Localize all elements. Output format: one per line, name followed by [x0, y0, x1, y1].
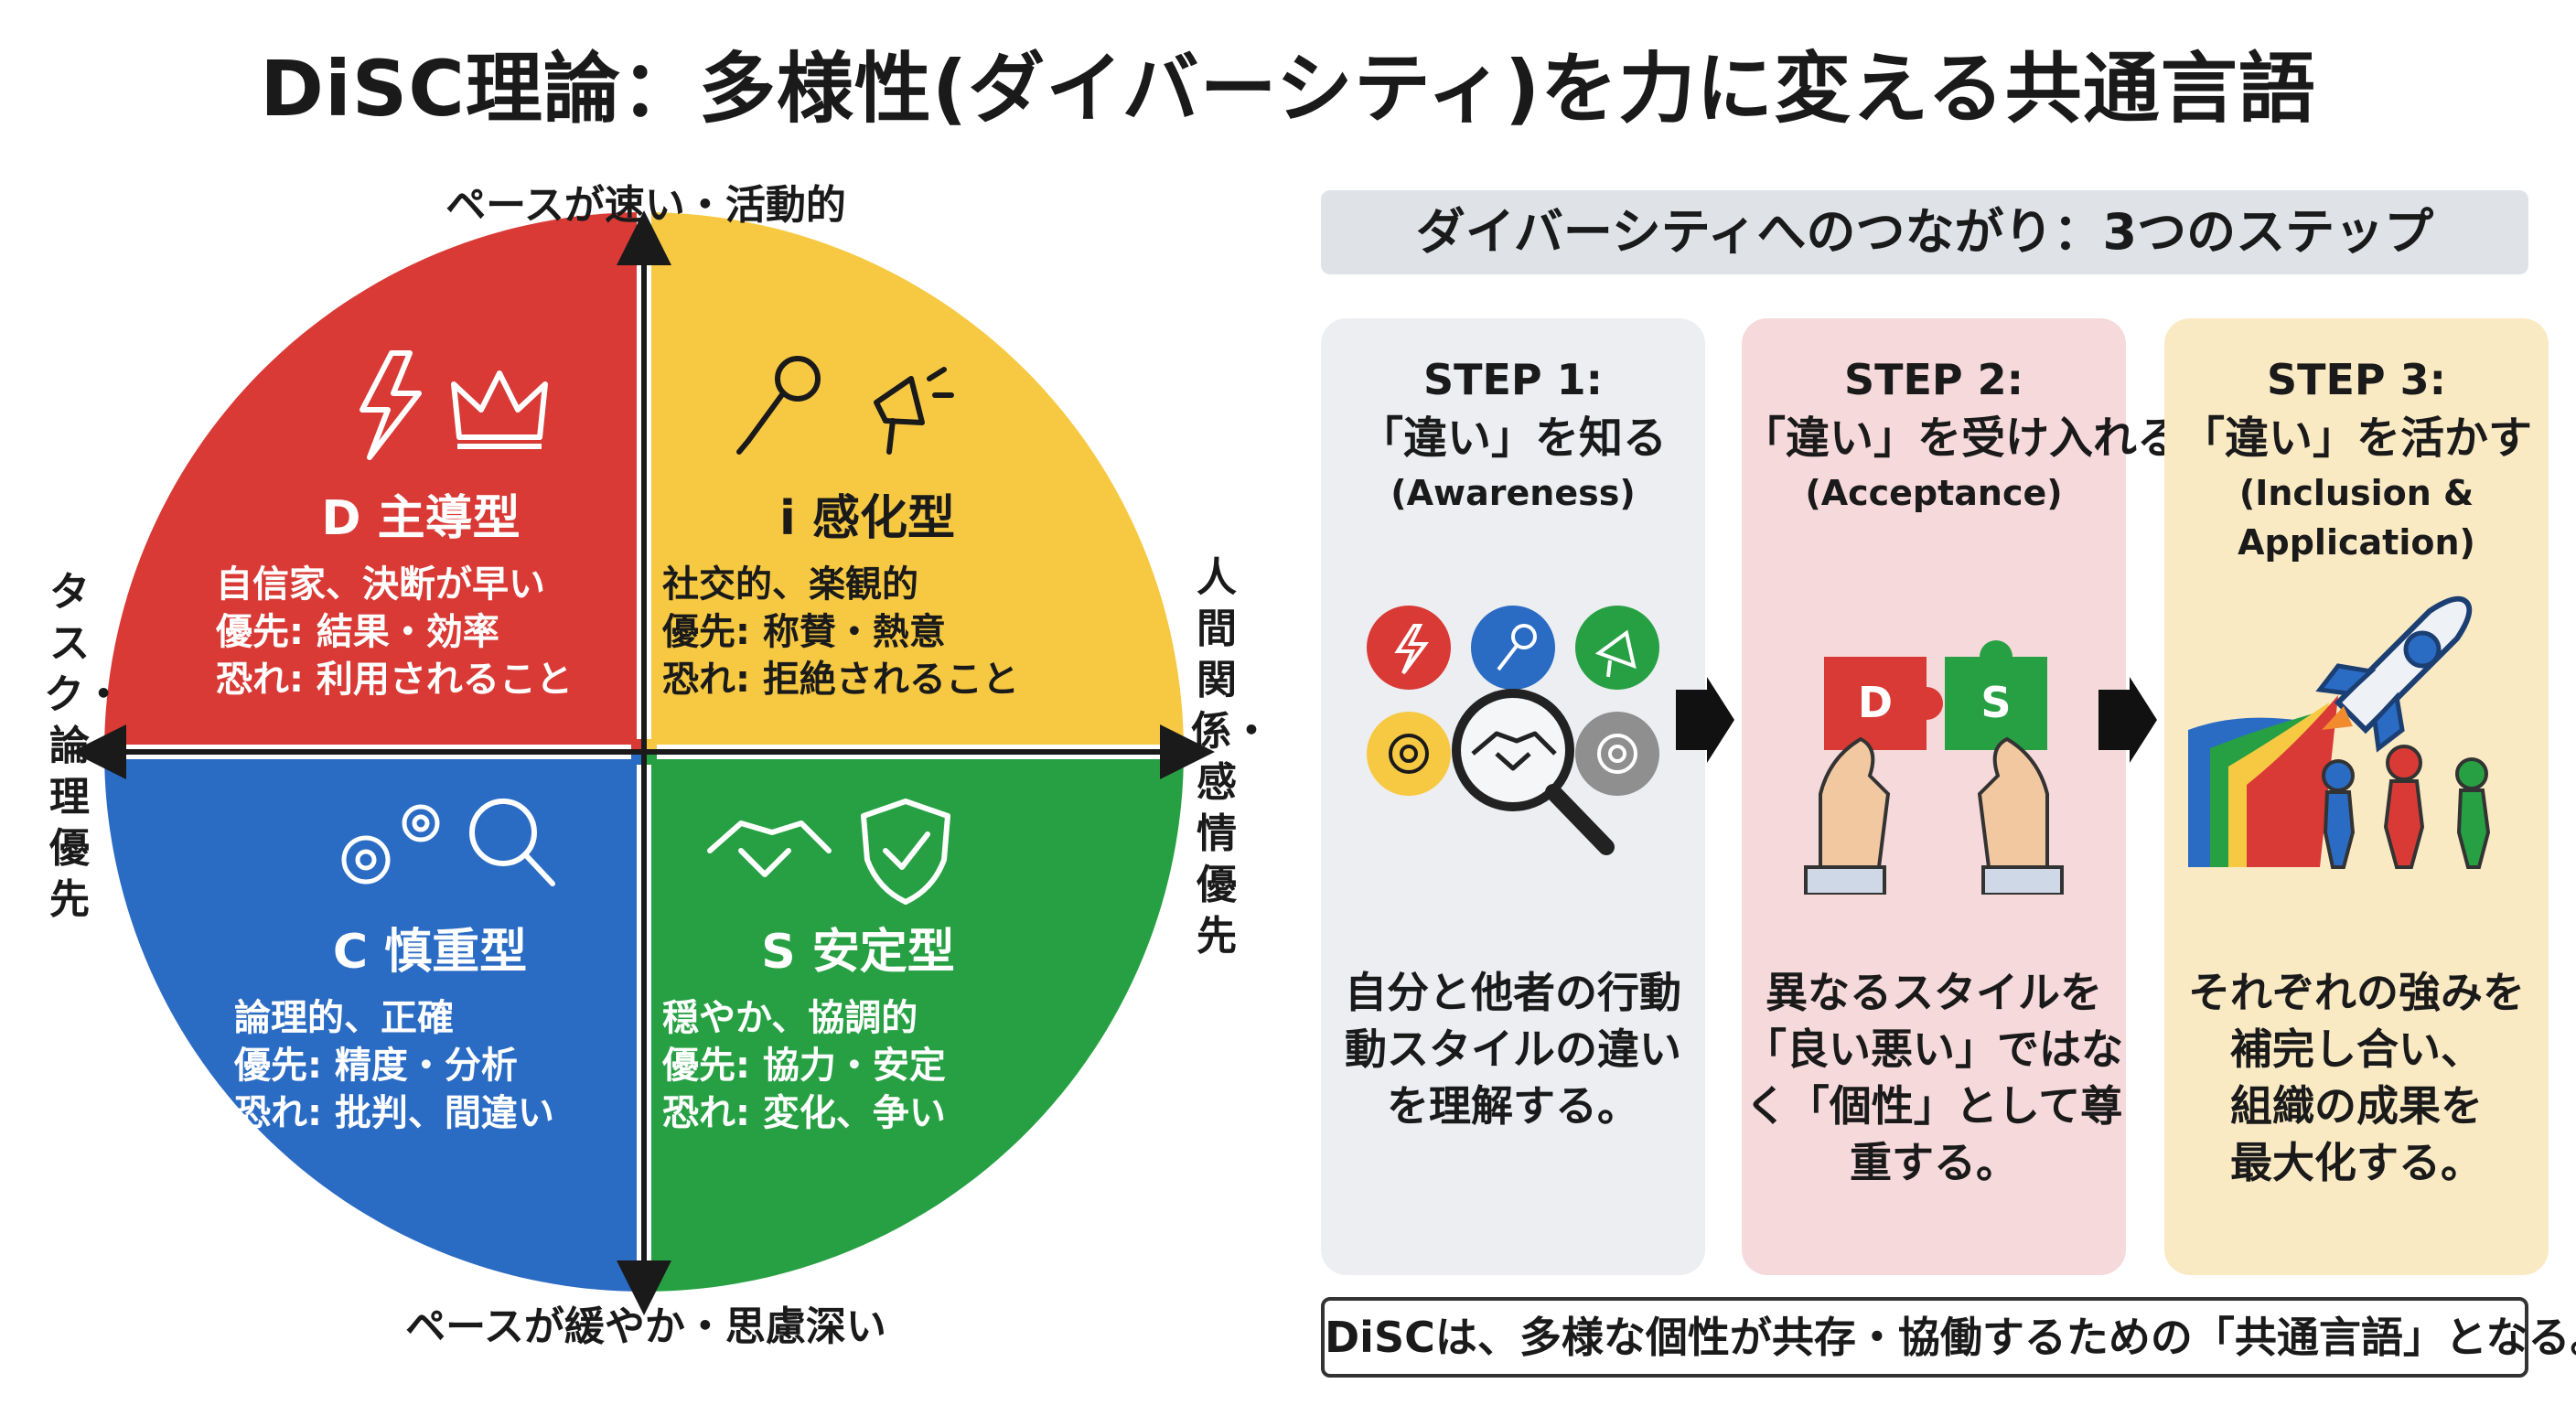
quadrant-i-trait: 社交的、楽観的 [662, 563, 918, 606]
microphone-icon [1497, 624, 1537, 671]
axis-label-left: タスク・論理優先 [44, 569, 124, 923]
handshake-icon [1471, 731, 1557, 771]
quadrant-d-text: D 主導型 自信家、決断が早い 優先: 結果・効率 恐れ: 利用されること [216, 479, 626, 703]
megaphone-icon [1594, 629, 1637, 678]
disc-quadrant-diagram [71, 210, 1215, 1315]
quadrant-c-trait: 論理的、正確 [234, 997, 454, 1039]
step-1-label: STEP 1: [1422, 355, 1604, 404]
quadrant-d-fear: 恐れ: 利用されること [216, 659, 573, 701]
quadrant-s-fear: 恐れ: 変化、争い [662, 1092, 946, 1134]
step-2-title: 「違い」を受け入れる [1742, 413, 2182, 464]
quadrant-i-text: i 感化型 社交的、楽観的 優先: 称賛・熱意 恐れ: 拒絶されること [662, 479, 1072, 703]
axis-label-top: ペースが速い・活動的 [445, 182, 846, 229]
page-title: DiSC理論：多様性(ダイバーシティ)を力に変える共通言語 [260, 44, 2316, 134]
rocket-icon [2315, 595, 2473, 753]
step-3-subtitle: (Inclusion & Application) [2238, 473, 2475, 563]
quadrant-c-fear: 恐れ: 批判、間違い [234, 1092, 554, 1134]
step-card-2: STEP 2: 「違い」を受け入れる (Acceptance) D S 異なるス… [1742, 318, 2182, 1275]
rainbow-trail [2188, 695, 2338, 867]
right-hand-icon [1977, 736, 2064, 895]
quadrant-i-priority: 優先: 称賛・熱意 [662, 611, 946, 653]
quadrant-c-title: C 慎重型 [332, 925, 528, 980]
quadrant-c-priority: 優先: 精度・分析 [234, 1045, 518, 1087]
magnifier-icon [469, 799, 555, 886]
microphone-icon [736, 356, 821, 455]
shield-icon [861, 799, 950, 905]
lightning-icon [360, 350, 422, 460]
step-3-label: STEP 3: [2266, 355, 2447, 404]
puzzle-letter-s: S [1980, 678, 2011, 727]
quadrant-d-trait: 自信家、決断が早い [216, 563, 545, 606]
magnifier-icon [1452, 689, 1615, 855]
step-card-3: STEP 3: 「違い」を活かす (Inclusion & Applicatio… [2164, 318, 2549, 1275]
step-1-description: 自分と他者の行動 動スタイルの違い を理解する。 [1345, 968, 1681, 1131]
awareness-illustration [1367, 606, 1659, 855]
puzzle-illustration: D S [1804, 640, 2064, 895]
steps-banner: ダイバーシティへのつながり：3つのステップ [1321, 190, 2528, 274]
left-hand-icon [1804, 736, 1891, 895]
step-2-label: STEP 2: [1843, 355, 2024, 404]
puzzle-letter-d: D [1858, 678, 1893, 727]
axis-label-bottom: ペースが緩やか・思慮深い [405, 1303, 886, 1350]
arrow-right-icon [1676, 677, 1734, 763]
lightning-icon [1394, 624, 1429, 675]
quadrant-s-text: S 安定型 穏やか、協調的 優先: 協力・安定 恐れ: 変化、争い [662, 913, 1054, 1137]
gear-icon [1597, 734, 1637, 774]
quadrant-s-trait: 穏やか、協調的 [662, 997, 918, 1039]
step-3-description: それぞれの強みを 補完し合い、 組織の成果を 最大化する。 [2188, 968, 2525, 1187]
quadrant-s-priority: 優先: 協力・安定 [662, 1045, 946, 1087]
quadrant-c-text: C 慎重型 論理的、正確 優先: 精度・分析 恐れ: 批判、間違い [234, 913, 626, 1137]
step-1-subtitle: (Awareness) [1390, 473, 1636, 513]
crown-icon [451, 370, 548, 449]
quadrant-i-fear: 恐れ: 拒絶されること [662, 659, 1019, 701]
quadrant-i-title: i 感化型 [779, 491, 955, 546]
axis-label-right: 人間関係・感情優先 [1191, 554, 1272, 960]
puzzle-piece-s: S [1945, 640, 2047, 750]
quadrant-d-priority: 優先: 結果・効率 [216, 611, 499, 653]
gear-icon [1389, 734, 1429, 774]
step-3-title: 「違い」を活かす [2180, 413, 2532, 464]
handshake-icon [707, 820, 832, 877]
megaphone-icon [874, 367, 954, 455]
step-card-1: STEP 1: 「違い」を知る (Awareness) 自分と他者の行動 動スタ… [1321, 318, 1705, 1275]
footer-statement: DiSCは、多様な個性が共存・協働するための「共通言語」となる。 [1321, 1297, 2576, 1378]
gears-icon [341, 804, 440, 885]
quadrant-d-title: D 主導型 [321, 491, 521, 546]
step-1-title: 「違い」を知る [1358, 413, 1667, 464]
arrow-right-icon [2098, 677, 2157, 763]
quadrant-s-title: S 安定型 [761, 925, 955, 980]
team-people-icon [2322, 745, 2491, 869]
puzzle-piece-d: D [1824, 657, 1943, 750]
step-2-subtitle: (Acceptance) [1805, 473, 2063, 513]
rocket-team-illustration [2188, 595, 2491, 869]
step-2-description: 異なるスタイルを 「良い悪い」ではな く「個性」として尊 重する。 [1744, 968, 2123, 1187]
